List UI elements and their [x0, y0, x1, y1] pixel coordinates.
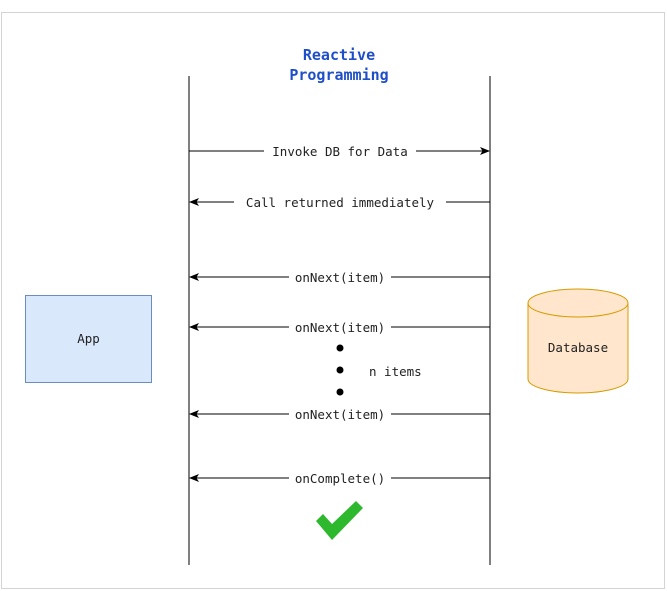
database-participant: Database	[527, 288, 629, 394]
ellipsis-dot	[336, 388, 344, 396]
message-invoke-db: Invoke DB for Data	[189, 144, 490, 159]
ellipsis-note: n items	[369, 364, 422, 379]
app-participant: App	[25, 295, 152, 383]
diagram-frame	[1, 12, 665, 589]
message-on-complete: onComplete()	[189, 471, 490, 486]
diagram-title: Reactive Programming	[239, 45, 439, 85]
database-cylinder-body	[527, 303, 629, 394]
checkmark-icon	[316, 501, 363, 540]
message-label: onComplete()	[295, 471, 385, 486]
message-call-returned: Call returned immediately	[189, 195, 490, 210]
app-label: App	[77, 331, 100, 346]
message-label: onNext(item)	[295, 270, 385, 285]
ellipsis-dot	[336, 344, 344, 352]
message-on-next-2: onNext(item)	[189, 320, 490, 335]
message-on-next-1: onNext(item)	[189, 270, 490, 285]
title-line-2: Programming	[289, 66, 389, 84]
message-label: Invoke DB for Data	[272, 144, 407, 159]
message-on-next-3: onNext(item)	[189, 407, 490, 422]
ellipsis-indicator: n items	[336, 344, 422, 396]
app-box	[25, 295, 152, 383]
ellipsis-dot	[336, 366, 344, 374]
message-label: onNext(item)	[295, 407, 385, 422]
message-label: onNext(item)	[295, 320, 385, 335]
message-label: Call returned immediately	[246, 195, 435, 210]
database-cylinder-top	[527, 288, 629, 318]
database-label: Database	[548, 340, 608, 355]
title-line-1: Reactive	[302, 46, 376, 64]
